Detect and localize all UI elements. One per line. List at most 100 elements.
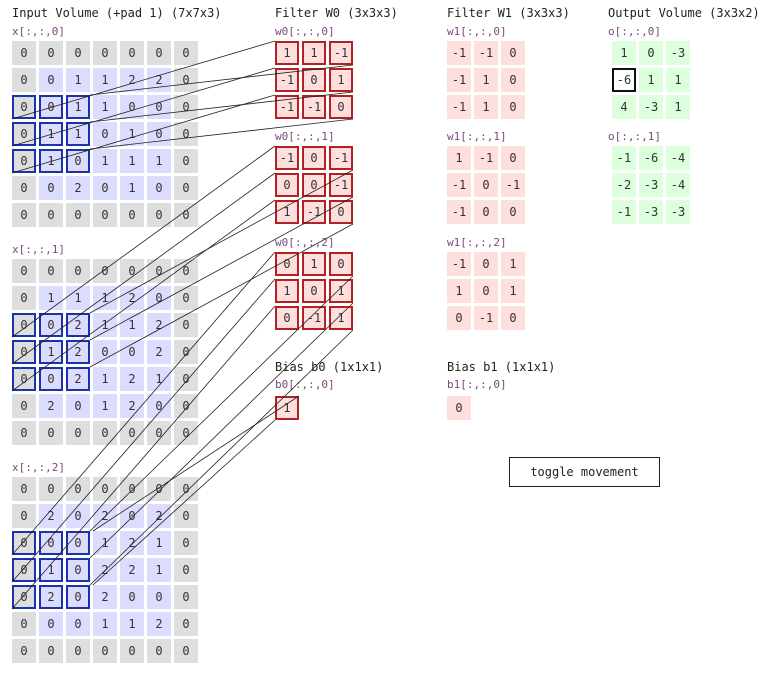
input-cell: 0 <box>120 259 144 283</box>
toggle-movement-button[interactable]: toggle movement <box>509 457 660 487</box>
input-cell: 0 <box>39 639 63 663</box>
input-cell: 1 <box>93 286 117 310</box>
w0-cell: -1 <box>275 146 299 170</box>
input-cell: 0 <box>174 639 198 663</box>
input-cell: 0 <box>174 367 198 391</box>
input-cell: 0 <box>12 149 36 173</box>
input-cell: 1 <box>93 367 117 391</box>
w1-cell: 1 <box>501 252 525 276</box>
input-cell: 0 <box>93 421 117 445</box>
input-cell: 0 <box>66 149 90 173</box>
w0-cell: -1 <box>302 95 326 119</box>
input-cell: 0 <box>12 612 36 636</box>
output-cell: -6 <box>612 68 636 92</box>
input-cell: 0 <box>147 95 171 119</box>
input-cell: 0 <box>93 41 117 65</box>
input-cell: 0 <box>174 286 198 310</box>
output-cell: -6 <box>639 146 663 170</box>
input-slice-2-label: x[:,:,2] <box>12 461 65 474</box>
input-cell: 0 <box>66 531 90 555</box>
input-cell: 0 <box>66 203 90 227</box>
w1-cell: 1 <box>447 146 471 170</box>
input-cell: 0 <box>66 558 90 582</box>
w1-cell: -1 <box>447 200 471 224</box>
input-cell: 0 <box>120 504 144 528</box>
w0-slice-0-label: w0[:,:,0] <box>275 25 335 38</box>
input-cell: 0 <box>93 203 117 227</box>
input-cell: 1 <box>66 286 90 310</box>
w1-cell: 0 <box>474 173 498 197</box>
output-cell: 4 <box>612 95 636 119</box>
w0-cell: 1 <box>302 41 326 65</box>
input-cell: 0 <box>39 612 63 636</box>
w1-slice-2-label: w1[:,:,2] <box>447 236 507 249</box>
input-cell: 0 <box>147 394 171 418</box>
w1-cell: -1 <box>501 173 525 197</box>
input-cell: 0 <box>174 313 198 337</box>
input-cell: 0 <box>12 95 36 119</box>
input-cell: 2 <box>147 340 171 364</box>
w1-cell: -1 <box>474 306 498 330</box>
input-cell: 0 <box>39 41 63 65</box>
w1-cell: 0 <box>501 146 525 170</box>
w0-cell: 0 <box>329 95 353 119</box>
input-cell: 2 <box>120 531 144 555</box>
input-cell: 1 <box>39 149 63 173</box>
w1-cell: 0 <box>501 68 525 92</box>
output-cell: 1 <box>639 68 663 92</box>
input-cell: 0 <box>39 203 63 227</box>
input-cell: 0 <box>12 421 36 445</box>
w1-cell: 0 <box>501 95 525 119</box>
w0-cell: 0 <box>302 68 326 92</box>
input-cell: 0 <box>174 149 198 173</box>
w1-cell: 0 <box>474 252 498 276</box>
w0-cell: -1 <box>329 173 353 197</box>
input-cell: 2 <box>66 313 90 337</box>
w1-cell: 0 <box>501 306 525 330</box>
input-cell: 1 <box>93 394 117 418</box>
input-cell: 0 <box>147 203 171 227</box>
w1-cell: 0 <box>501 41 525 65</box>
input-cell: 0 <box>12 367 36 391</box>
w0-cell: -1 <box>275 95 299 119</box>
input-cell: 0 <box>12 585 36 609</box>
input-cell: 0 <box>93 477 117 501</box>
b1-cell: 0 <box>447 396 471 420</box>
output-volume-title: Output Volume (3x3x2) <box>608 6 760 20</box>
input-cell: 0 <box>12 41 36 65</box>
w0-cell: 0 <box>275 306 299 330</box>
w0-slice-1-label: w0[:,:,1] <box>275 130 335 143</box>
input-cell: 0 <box>93 176 117 200</box>
input-cell: 0 <box>93 639 117 663</box>
input-cell: 0 <box>12 531 36 555</box>
input-cell: 0 <box>66 259 90 283</box>
w0-cell: -1 <box>302 306 326 330</box>
input-cell: 1 <box>93 149 117 173</box>
w0-cell: -1 <box>302 200 326 224</box>
input-cell: 0 <box>39 313 63 337</box>
input-slice-0-label: x[:,:,0] <box>12 25 65 38</box>
input-cell: 1 <box>147 367 171 391</box>
input-cell: 1 <box>120 122 144 146</box>
input-cell: 2 <box>93 504 117 528</box>
input-cell: 0 <box>120 340 144 364</box>
input-cell: 1 <box>66 68 90 92</box>
w0-cell: -1 <box>329 146 353 170</box>
input-cell: 0 <box>66 41 90 65</box>
input-cell: 0 <box>12 558 36 582</box>
output-slice-1-label: o[:,:,1] <box>608 130 661 143</box>
w0-cell: 0 <box>329 200 353 224</box>
b1-label: b1[:,:,0] <box>447 378 507 391</box>
input-cell: 1 <box>120 176 144 200</box>
input-cell: 0 <box>174 421 198 445</box>
bias-b0-title: Bias b0 (1x1x1) <box>275 360 384 374</box>
input-cell: 0 <box>66 639 90 663</box>
w0-cell: 0 <box>302 173 326 197</box>
input-cell: 1 <box>39 286 63 310</box>
input-cell: 0 <box>120 421 144 445</box>
input-cell: 0 <box>147 585 171 609</box>
w0-cell: 0 <box>302 279 326 303</box>
filter-w1-title: Filter W1 (3x3x3) <box>447 6 570 20</box>
input-cell: 2 <box>120 394 144 418</box>
